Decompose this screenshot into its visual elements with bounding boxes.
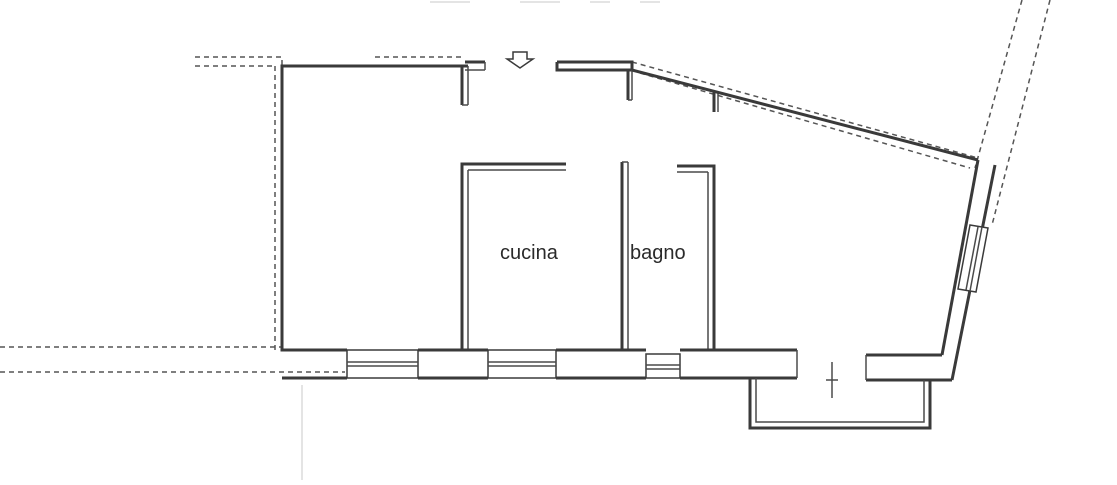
balcony [748,362,932,430]
room-label-bathroom: bagno [630,242,686,264]
walls [280,60,997,382]
room-label-kitchen: cucina [500,242,559,264]
window-living [346,349,419,379]
scan-artifacts [301,1,660,480]
window-right-wall [957,224,989,293]
window-kitchen [487,349,557,379]
entrance-arrow-icon [504,51,536,69]
window-bathroom [645,353,681,379]
windows [346,224,989,379]
